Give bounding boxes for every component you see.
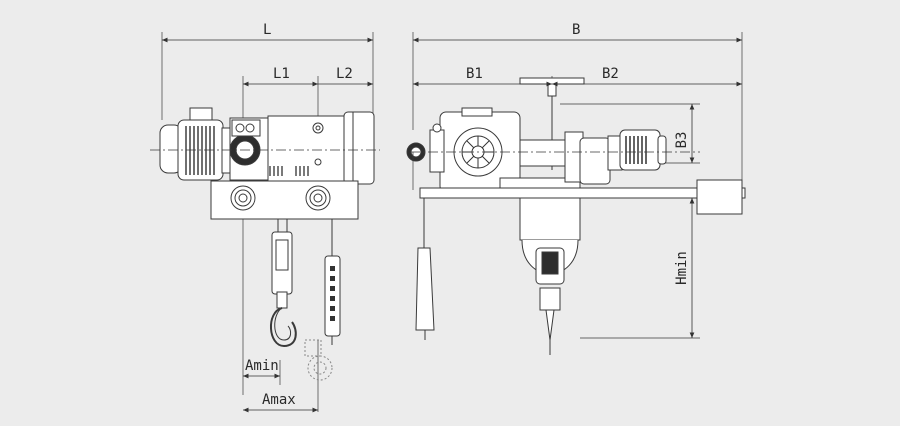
- end-dimensions: [413, 37, 742, 338]
- trolley-motor-fins-icon: [625, 136, 647, 164]
- dim-label-B3: B3: [674, 132, 690, 149]
- side-dimensions: [162, 37, 373, 413]
- dim-label-Amax: Amax: [262, 392, 296, 408]
- rope-coil-icon: [269, 166, 309, 176]
- pendant-buttons-icon: [330, 266, 335, 321]
- motor-fins-icon: [185, 126, 215, 175]
- side-view: [150, 32, 380, 412]
- dim-label-L2: L2: [336, 66, 353, 82]
- dim-label-B1: B1: [466, 66, 483, 82]
- dim-label-B2: B2: [602, 66, 619, 82]
- dim-label-L: L: [263, 22, 271, 38]
- end-view: [406, 32, 746, 355]
- dim-label-B: B: [572, 22, 580, 38]
- dim-label-Amin: Amin: [245, 358, 279, 374]
- dim-label-L1: L1: [273, 66, 290, 82]
- dim-label-Hmin: Hmin: [674, 251, 690, 285]
